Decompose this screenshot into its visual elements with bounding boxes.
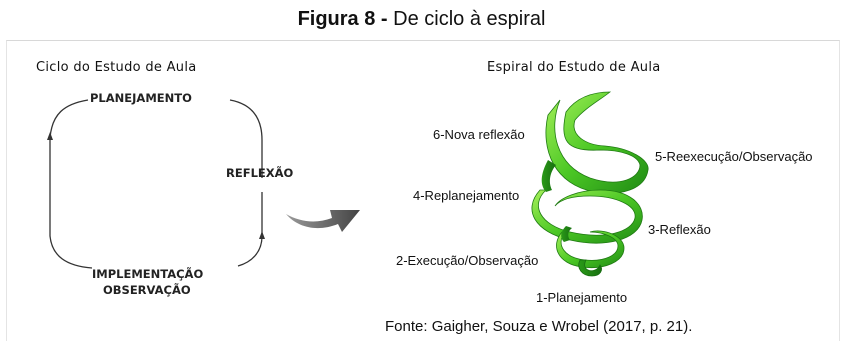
spiral-title: Espiral do Estudo de Aula: [487, 60, 661, 75]
cycle-path-implementation-to-planning: [49, 138, 93, 269]
figure-frame: [6, 40, 840, 341]
cycle-step-observation: OBSERVAÇÃO: [103, 283, 191, 297]
cycle-loop: [49, 99, 263, 269]
spiral-ribbon: [531, 91, 649, 277]
cycle-path-reflection-to-implementation: [237, 192, 263, 267]
cycle-path-top-left: [49, 99, 89, 139]
spiral-step-1: 1-Planejamento: [536, 290, 628, 305]
arrowhead-icon: [47, 132, 53, 140]
transition-arrow-icon: [286, 210, 360, 232]
cycle-path-planning-to-reflection: [229, 99, 263, 178]
figure-source: Fonte: Gaigher, Souza e Wrobel (2017, p.…: [385, 318, 693, 335]
cycle-title: Ciclo do Estudo de Aula: [36, 60, 197, 75]
cycle-step-planning: PLANEJAMENTO: [90, 91, 192, 105]
figure-caption: Figura 8 - De ciclo à espiral: [0, 8, 843, 31]
spiral-step-2: 2-Execução/Observação: [396, 253, 539, 268]
spiral-step-4: 4-Replanejamento: [413, 188, 520, 203]
figure-number: Figura 8 -: [297, 8, 388, 30]
cycle-step-implementation: IMPLEMENTAÇÃO: [92, 267, 204, 281]
spiral-step-3: 3-Reflexão: [648, 222, 711, 237]
arrowhead-icon: [259, 231, 265, 239]
figure-title: De ciclo à espiral: [393, 8, 546, 30]
spiral-step-5: 5-Reexecução/Observação: [655, 149, 813, 164]
spiral-step-6: 6-Nova reflexão: [433, 127, 525, 142]
cycle-step-reflection: REFLEXÃO: [226, 166, 294, 180]
